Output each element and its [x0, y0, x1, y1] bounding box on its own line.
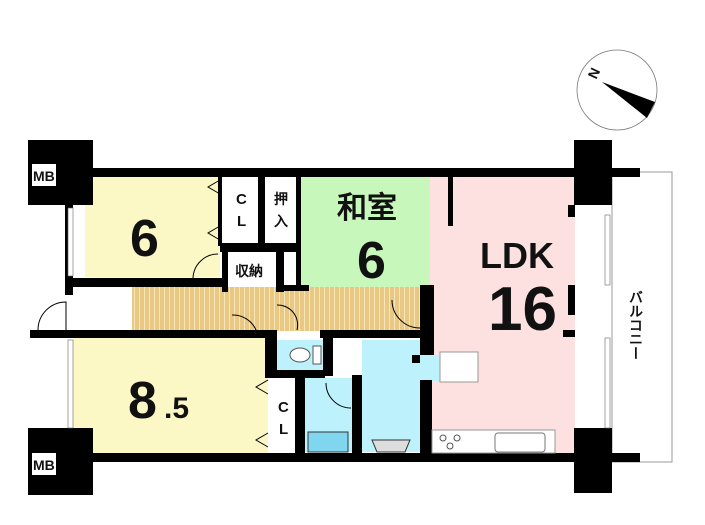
western-room-8-size: 8	[128, 372, 157, 430]
japanese-room-name: 和室	[337, 191, 397, 225]
counter	[439, 351, 479, 383]
japanese-room-size: 6	[357, 232, 386, 290]
hallway	[132, 287, 420, 331]
western-room-6	[85, 176, 220, 277]
stove-icon	[439, 434, 461, 450]
entrance	[70, 287, 132, 331]
storage-label: 収納	[235, 263, 263, 279]
oshiire-label-2: 入	[274, 213, 288, 229]
ldk-name: LDK	[480, 235, 554, 276]
balcony	[611, 171, 673, 463]
closet2-label-c: C	[278, 399, 289, 416]
compass: N	[576, 49, 658, 131]
western-room-6-size: 6	[130, 210, 159, 268]
closet1-label-c: C	[236, 191, 247, 208]
western-room-8-5	[73, 337, 268, 455]
toilet-fixture-icon	[289, 345, 322, 365]
washroom	[362, 340, 420, 452]
doors	[37, 253, 421, 409]
closet1-label-l: L	[237, 213, 246, 230]
kitchen-sink-icon	[494, 432, 546, 453]
ldk-size: 16	[488, 275, 557, 344]
sink-icon	[371, 439, 411, 453]
ldk-room	[430, 176, 575, 455]
closet2-label-l: L	[279, 421, 288, 438]
balcony-label: バルコニー	[628, 290, 644, 360]
mb-bottom-label: MB	[33, 457, 55, 473]
oshiire-label-1: 押	[274, 191, 288, 207]
western-room-8-size-decimal: .5	[164, 392, 189, 425]
compass-needle-icon	[602, 82, 655, 118]
japanese-room	[300, 176, 452, 287]
bathtub-icon	[307, 431, 349, 453]
mb-top-label: MB	[33, 168, 55, 184]
